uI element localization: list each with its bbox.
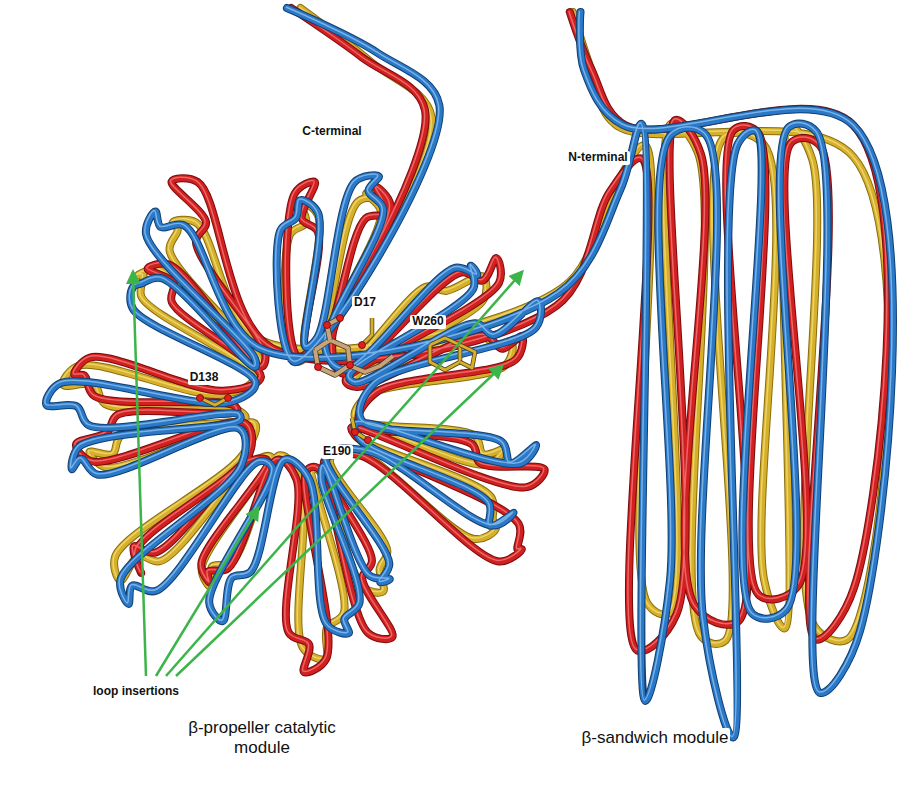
- green-pointer-arrows: [133, 272, 522, 676]
- oxygen-atom: [324, 322, 331, 329]
- stick-bond: [352, 418, 368, 440]
- module-label: β-propeller catalytic module: [185, 718, 339, 757]
- stick-outline: [352, 418, 368, 440]
- pointer-arrow: [156, 508, 258, 676]
- stick-bond: [348, 356, 393, 372]
- tube-outline: [74, 8, 888, 672]
- active-site-residues: [197, 315, 476, 444]
- residue-label: D17: [352, 296, 378, 310]
- tube-body: [74, 8, 888, 672]
- stick-outline: [362, 318, 372, 345]
- stick-outline: [460, 345, 475, 368]
- stick-outline: [430, 338, 460, 370]
- residue-label: N-terminal: [566, 151, 629, 165]
- residue-label: E190: [321, 445, 353, 459]
- module-label: β-sandwich module: [580, 728, 731, 748]
- stick-bond: [200, 398, 228, 405]
- backbone-tubes: [45, 7, 893, 738]
- pointer-arrow: [176, 366, 502, 676]
- stick-bond: [460, 345, 475, 368]
- oxygen-atom: [337, 315, 344, 322]
- oxygen-atom: [197, 395, 204, 402]
- residue-label: D138: [188, 371, 221, 385]
- annotation-label: loop insertions: [91, 685, 181, 699]
- pointer-arrow: [166, 272, 522, 676]
- stick-bond: [362, 318, 372, 345]
- stick-bond: [430, 338, 460, 370]
- tube-body: [46, 8, 893, 738]
- residue-label: W260: [410, 315, 445, 329]
- tube-highlight: [45, 7, 892, 737]
- oxygen-atom: [315, 364, 322, 371]
- stick-outline: [200, 398, 228, 405]
- stick-outline: [315, 340, 350, 375]
- oxygen-atom: [225, 395, 232, 402]
- oxygen-atom: [359, 342, 366, 349]
- oxygen-atom: [352, 429, 359, 436]
- stick-bond: [315, 340, 350, 375]
- pointer-arrow: [133, 272, 146, 676]
- oxygen-atom: [347, 362, 354, 369]
- stick-outline: [348, 356, 393, 372]
- tube-outline: [46, 8, 893, 738]
- tube-highlight: [73, 7, 887, 671]
- residue-label: C-terminal: [300, 125, 363, 139]
